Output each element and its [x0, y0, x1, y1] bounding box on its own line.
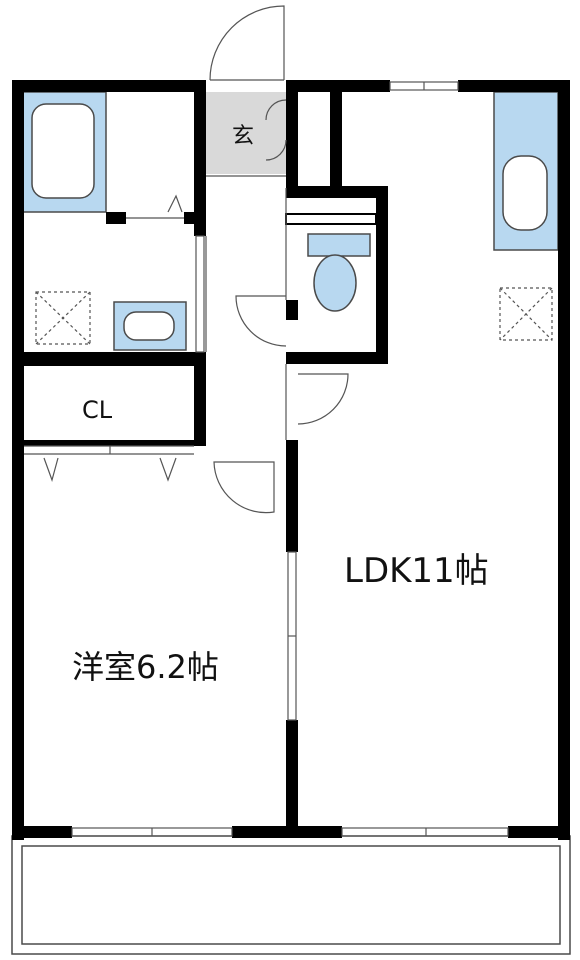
vent-icon [499, 287, 553, 341]
walls [12, 80, 570, 840]
door-swings [43, 5, 349, 514]
washbasin-icon [113, 301, 187, 351]
room-label-western: 洋室6.2帖 [72, 648, 219, 686]
toilet-icon [307, 233, 371, 312]
room-label-genkan: 玄 [232, 124, 255, 149]
room-label-ldk: LDK11帖 [344, 551, 489, 591]
kitchen-sink-icon [493, 91, 559, 251]
bathtub-icon [21, 91, 107, 213]
washer-pan-icon [35, 291, 91, 345]
balcony [11, 835, 571, 955]
room-label-closet: CL [82, 396, 113, 424]
thin-lines [24, 81, 509, 837]
